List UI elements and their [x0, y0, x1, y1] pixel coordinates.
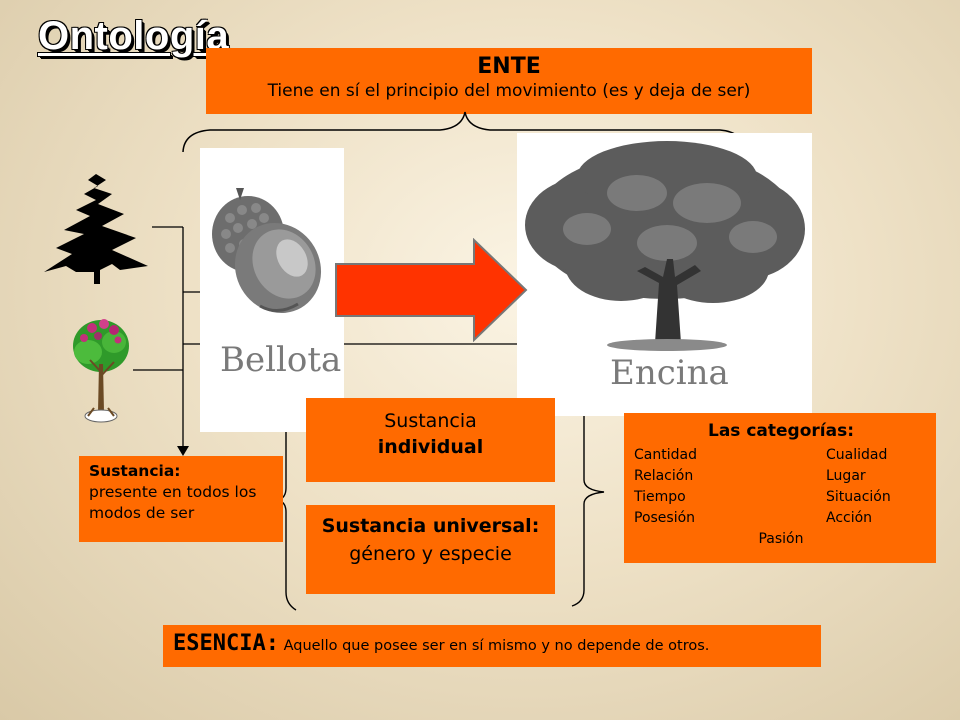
sustancia-individual-box: Sustancia individual — [306, 398, 555, 482]
oak-label: Encina — [610, 353, 729, 393]
esencia-heading: ESENCIA: — [173, 631, 279, 656]
acorn-label: Bellota — [220, 340, 342, 380]
categoria-item: Cantidad — [634, 447, 697, 463]
categorias-list: Cantidad Cualidad Relación Lugar Tiempo … — [634, 445, 928, 529]
fir-tree-icon — [44, 174, 148, 284]
right-bracket — [571, 389, 605, 607]
oak-photo: Encina — [517, 133, 812, 416]
ente-box: ENTE Tiene en sí el principio del movimi… — [206, 48, 812, 114]
page-title: Ontología — [38, 14, 230, 58]
categoria-item-last: Pasión — [758, 531, 804, 547]
acorn-photo: Bellota — [200, 148, 344, 432]
categoria-item: Situación — [826, 489, 891, 505]
top-brace — [182, 111, 746, 153]
sustancia-universal-box: Sustancia universal: género y especie — [306, 505, 555, 594]
right-arrow — [335, 238, 528, 342]
categorias-box: Las categorías: Cantidad Cualidad Relaci… — [624, 413, 936, 563]
esencia-box: ESENCIA: Aquello que posee ser en sí mis… — [163, 625, 821, 667]
universal-heading: Sustancia universal: — [321, 515, 540, 537]
flowering-tree-icon — [73, 319, 129, 423]
down-arrowhead — [177, 446, 189, 456]
categoria-item: Acción — [826, 510, 873, 526]
categoria-item: Tiempo — [634, 489, 686, 505]
acorn-icon — [212, 188, 322, 314]
categoria-item: Relación — [634, 468, 694, 484]
individual-line1: Sustancia — [384, 410, 477, 432]
categoria-item: Lugar — [826, 468, 866, 484]
universal-text: género y especie — [349, 543, 512, 565]
categorias-heading: Las categorías: — [708, 421, 854, 441]
categoria-item: Cualidad — [826, 447, 888, 463]
oak-tree-icon — [525, 141, 805, 351]
sustancia-heading: Sustancia: — [89, 462, 181, 480]
categoria-item: Posesión — [634, 510, 696, 526]
ente-heading: ENTE — [477, 54, 541, 79]
individual-line2: individual — [377, 436, 484, 458]
esencia-text: Aquello que posee ser en sí mismo y no d… — [278, 638, 710, 654]
ente-subtitle: Tiene en sí el principio del movimiento … — [267, 81, 751, 101]
sustancia-box: Sustancia: presente en todos los modos d… — [79, 456, 283, 542]
sustancia-text: presente en todos los modos de ser — [89, 483, 257, 522]
